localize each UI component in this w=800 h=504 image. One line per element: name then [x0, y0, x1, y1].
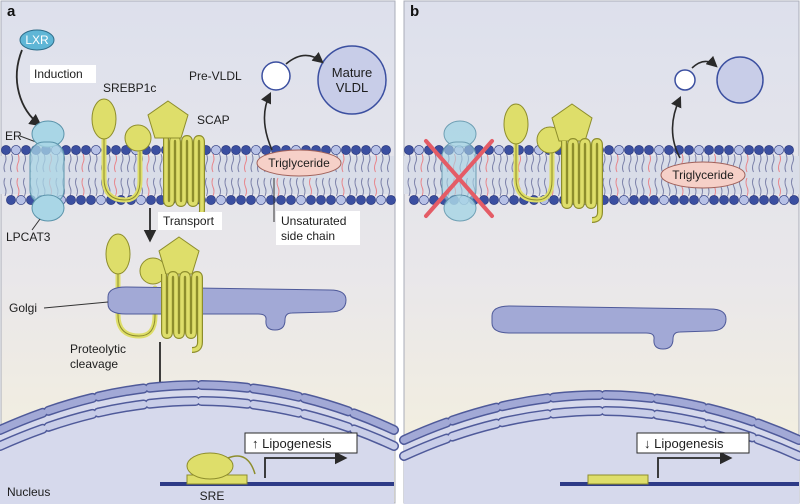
srebp1c-nuclear-loop [227, 455, 256, 475]
pre-vldl-label: Pre-VLDL [189, 69, 242, 83]
vldl-maturation-arrow-b [691, 55, 718, 69]
vldl-assembly-arrow-b [671, 95, 682, 159]
lpcat3-knockout [441, 120, 477, 222]
transcription-arrow-a [264, 451, 348, 478]
srebp1c-label: SREBP1c [103, 81, 156, 95]
mature-vldl-label-line1: Mature [332, 65, 372, 80]
scap-er [147, 100, 205, 221]
nucleus [0, 380, 399, 504]
golgi-body-b [491, 305, 727, 350]
er-label: ER [5, 129, 22, 143]
lipogenesis-down-label: ↓ Lipogenesis [644, 436, 724, 451]
lpcat3-pointer [31, 218, 41, 231]
vldl-maturation-arrow [285, 51, 324, 65]
scap-er-coil [163, 135, 205, 221]
proteolytic-label-line1: Proteolytic [70, 342, 126, 356]
srebp1c-golgi [105, 233, 167, 339]
transport-label-box [158, 212, 222, 230]
vldl-assembly-arrow [260, 91, 273, 151]
scap-golgi-pentagon [158, 236, 200, 275]
small-pre-vldl-particle [674, 69, 696, 91]
proteolytic-label-line2: cleavage [70, 357, 118, 371]
mature-vldl-particle [317, 45, 387, 115]
scap-label: SCAP [197, 113, 230, 127]
panel-a: a LXR Induction ER LPCAT3 [0, 0, 399, 504]
unsaturated-label-line1: Unsaturated [281, 214, 346, 228]
lxr-label: LXR [25, 33, 49, 47]
scap-coil-b [561, 138, 603, 223]
srebp1c-nuclear [186, 452, 234, 480]
nucleus-label: Nucleus [7, 485, 50, 499]
lxr-oval [19, 29, 55, 51]
mature-vldl-label-line2: VLDL [336, 80, 369, 95]
induction-label-box [30, 65, 96, 83]
lipogenesis-up-box [244, 432, 358, 454]
lpcat3-label: LPCAT3 [6, 230, 51, 244]
golgi-label: Golgi [9, 301, 37, 315]
triglyceride-label: Triglyceride [268, 156, 330, 170]
triglyceride-oval [256, 149, 342, 177]
golgi-pointer [43, 301, 109, 309]
scap-golgi-coil [161, 271, 203, 353]
lipogenesis-down-box [636, 432, 750, 454]
lipogenesis-up-label: ↑ Lipogenesis [252, 436, 332, 451]
unsaturated-label-box [276, 211, 360, 245]
srebp1c-er [91, 98, 152, 203]
transcription-arrow-b [657, 451, 733, 478]
scap-pentagon [147, 100, 189, 139]
panel-a-letter: a [7, 3, 16, 20]
triglyceride-oval-b [660, 161, 746, 189]
panel-b-letter: b [410, 3, 419, 20]
small-mature-vldl-particle [716, 56, 764, 104]
panel-b: b Triglyceride [399, 0, 800, 504]
unsaturated-label-line2: side chain [281, 229, 335, 243]
induction-arrow [15, 49, 43, 127]
pre-vldl-particle [261, 61, 291, 91]
transport-label: Transport [163, 214, 215, 228]
triglyceride-label-b: Triglyceride [672, 168, 734, 182]
induction-label: Induction [34, 67, 83, 81]
sre-label: SRE [200, 489, 225, 503]
knockout-cross-icon [424, 139, 494, 218]
sre-element-b [587, 474, 649, 485]
er-pointer [19, 135, 37, 143]
lpcat3-protein [29, 120, 65, 222]
